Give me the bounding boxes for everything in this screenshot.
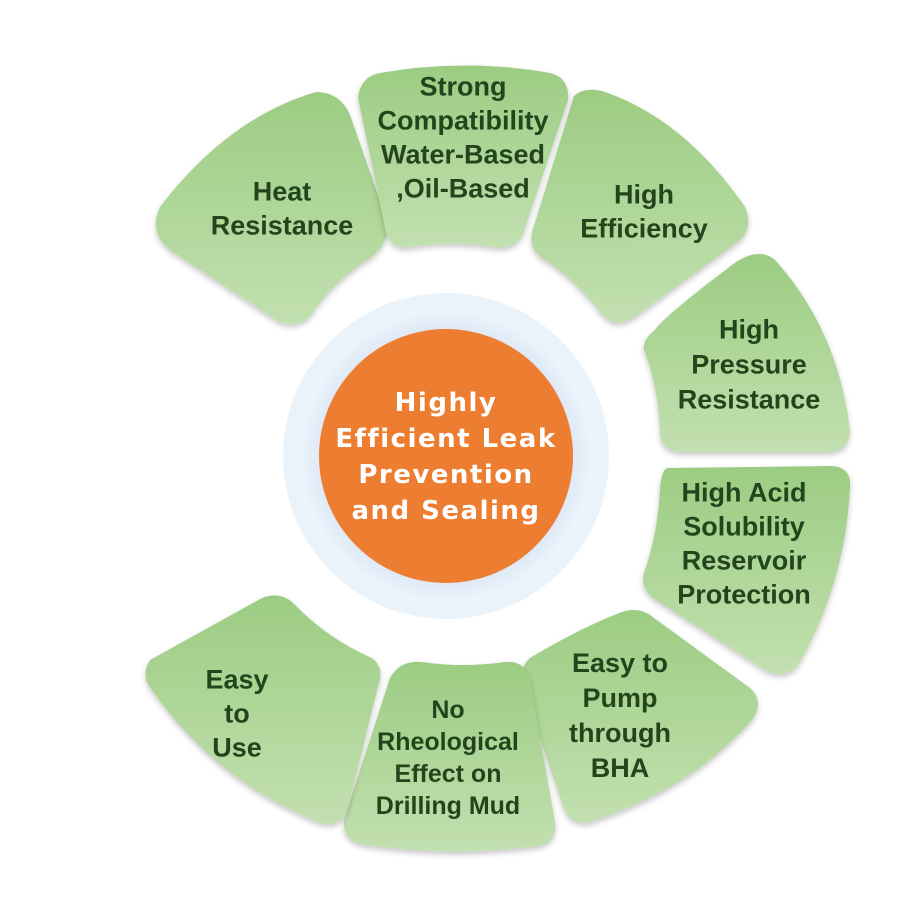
- high-pressure-resistance-label-line: Resistance: [678, 384, 821, 414]
- high-acid-solubility-label-line: Protection: [677, 579, 811, 609]
- strong-compatibility-label-line: ,Oil-Based: [396, 173, 530, 203]
- high-pressure-resistance-label-line: Pressure: [691, 349, 807, 379]
- no-rheological-effect-label-line: Drilling Mud: [376, 792, 520, 820]
- high-acid-solubility-label-line: Solubility: [683, 511, 805, 541]
- no-rheological-effect-label-line: Rheological: [377, 728, 519, 756]
- high-acid-solubility-label-line: High Acid: [682, 477, 807, 507]
- heat-resistance-label-line: Heat: [253, 176, 312, 206]
- easy-to-use-label-line: Use: [212, 732, 262, 762]
- easy-to-use-label-line: Easy: [205, 664, 268, 694]
- center-title-line: Highly: [395, 388, 498, 418]
- easy-to-pump-label-line: through: [569, 718, 671, 748]
- center-circle: [319, 329, 573, 583]
- strong-compatibility-label-line: Compatibility: [377, 105, 548, 135]
- high-pressure-resistance-label-line: High: [719, 314, 779, 344]
- center-title-line: Prevention: [358, 460, 533, 490]
- high-efficiency-label-line: High: [614, 179, 674, 209]
- easy-to-pump-label-line: Easy to: [572, 648, 668, 678]
- no-rheological-effect-label-line: Effect on: [395, 760, 502, 788]
- high-acid-solubility-label-line: Reservoir: [682, 545, 807, 575]
- easy-to-pump-label-line: Pump: [582, 683, 657, 713]
- heat-resistance-label-line: Resistance: [211, 210, 354, 240]
- center-title-line: and Sealing: [351, 496, 540, 526]
- strong-compatibility-label-line: Water-Based: [381, 139, 545, 169]
- strong-compatibility-label-line: Strong: [420, 71, 507, 101]
- high-efficiency-label-line: Efficiency: [580, 213, 708, 243]
- no-rheological-effect-label-line: No: [431, 696, 464, 724]
- center-title-line: Efficient Leak: [335, 424, 556, 454]
- easy-to-use-label-line: to: [224, 698, 249, 728]
- easy-to-pump-label-line: BHA: [591, 753, 650, 783]
